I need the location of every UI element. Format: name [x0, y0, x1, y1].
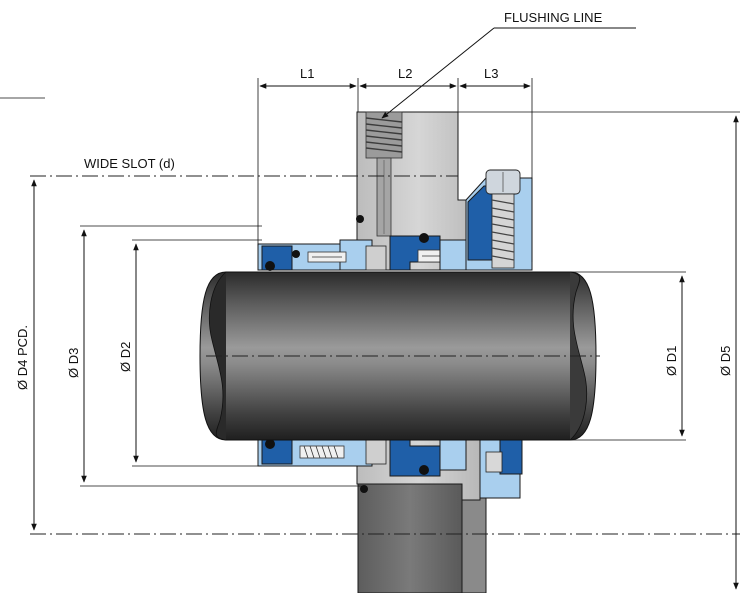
dimension-d1-label: Ø D1: [664, 346, 679, 376]
seal-head-upper: [257, 215, 467, 271]
o-ring: [265, 261, 275, 271]
wide-slot-label: WIDE SLOT (d): [84, 156, 175, 171]
dimension-l3-label: L3: [484, 66, 498, 81]
rotary-face: [365, 245, 387, 271]
dimension-l1-label: L1: [300, 66, 314, 81]
drive-collar-lower: [479, 439, 523, 499]
dimension-d5-label: Ø D5: [718, 346, 733, 376]
seal-head-lower: [257, 439, 467, 493]
dimension-d2-label: Ø D2: [118, 342, 133, 372]
shaft: [199, 271, 600, 441]
dimension-d4-label: Ø D4 PCD.: [15, 325, 30, 390]
flushing-line-label: FLUSHING LINE: [504, 10, 603, 25]
extension-lines: [80, 78, 740, 487]
dimension-l2-label: L2: [398, 66, 412, 81]
dimension-d3-label: Ø D3: [66, 348, 81, 378]
stuffing-box-housing: [357, 483, 487, 593]
drive-collar-upper: [465, 169, 533, 271]
dimension-lines: [31, 83, 739, 590]
flushing-line-leader: [381, 27, 636, 119]
